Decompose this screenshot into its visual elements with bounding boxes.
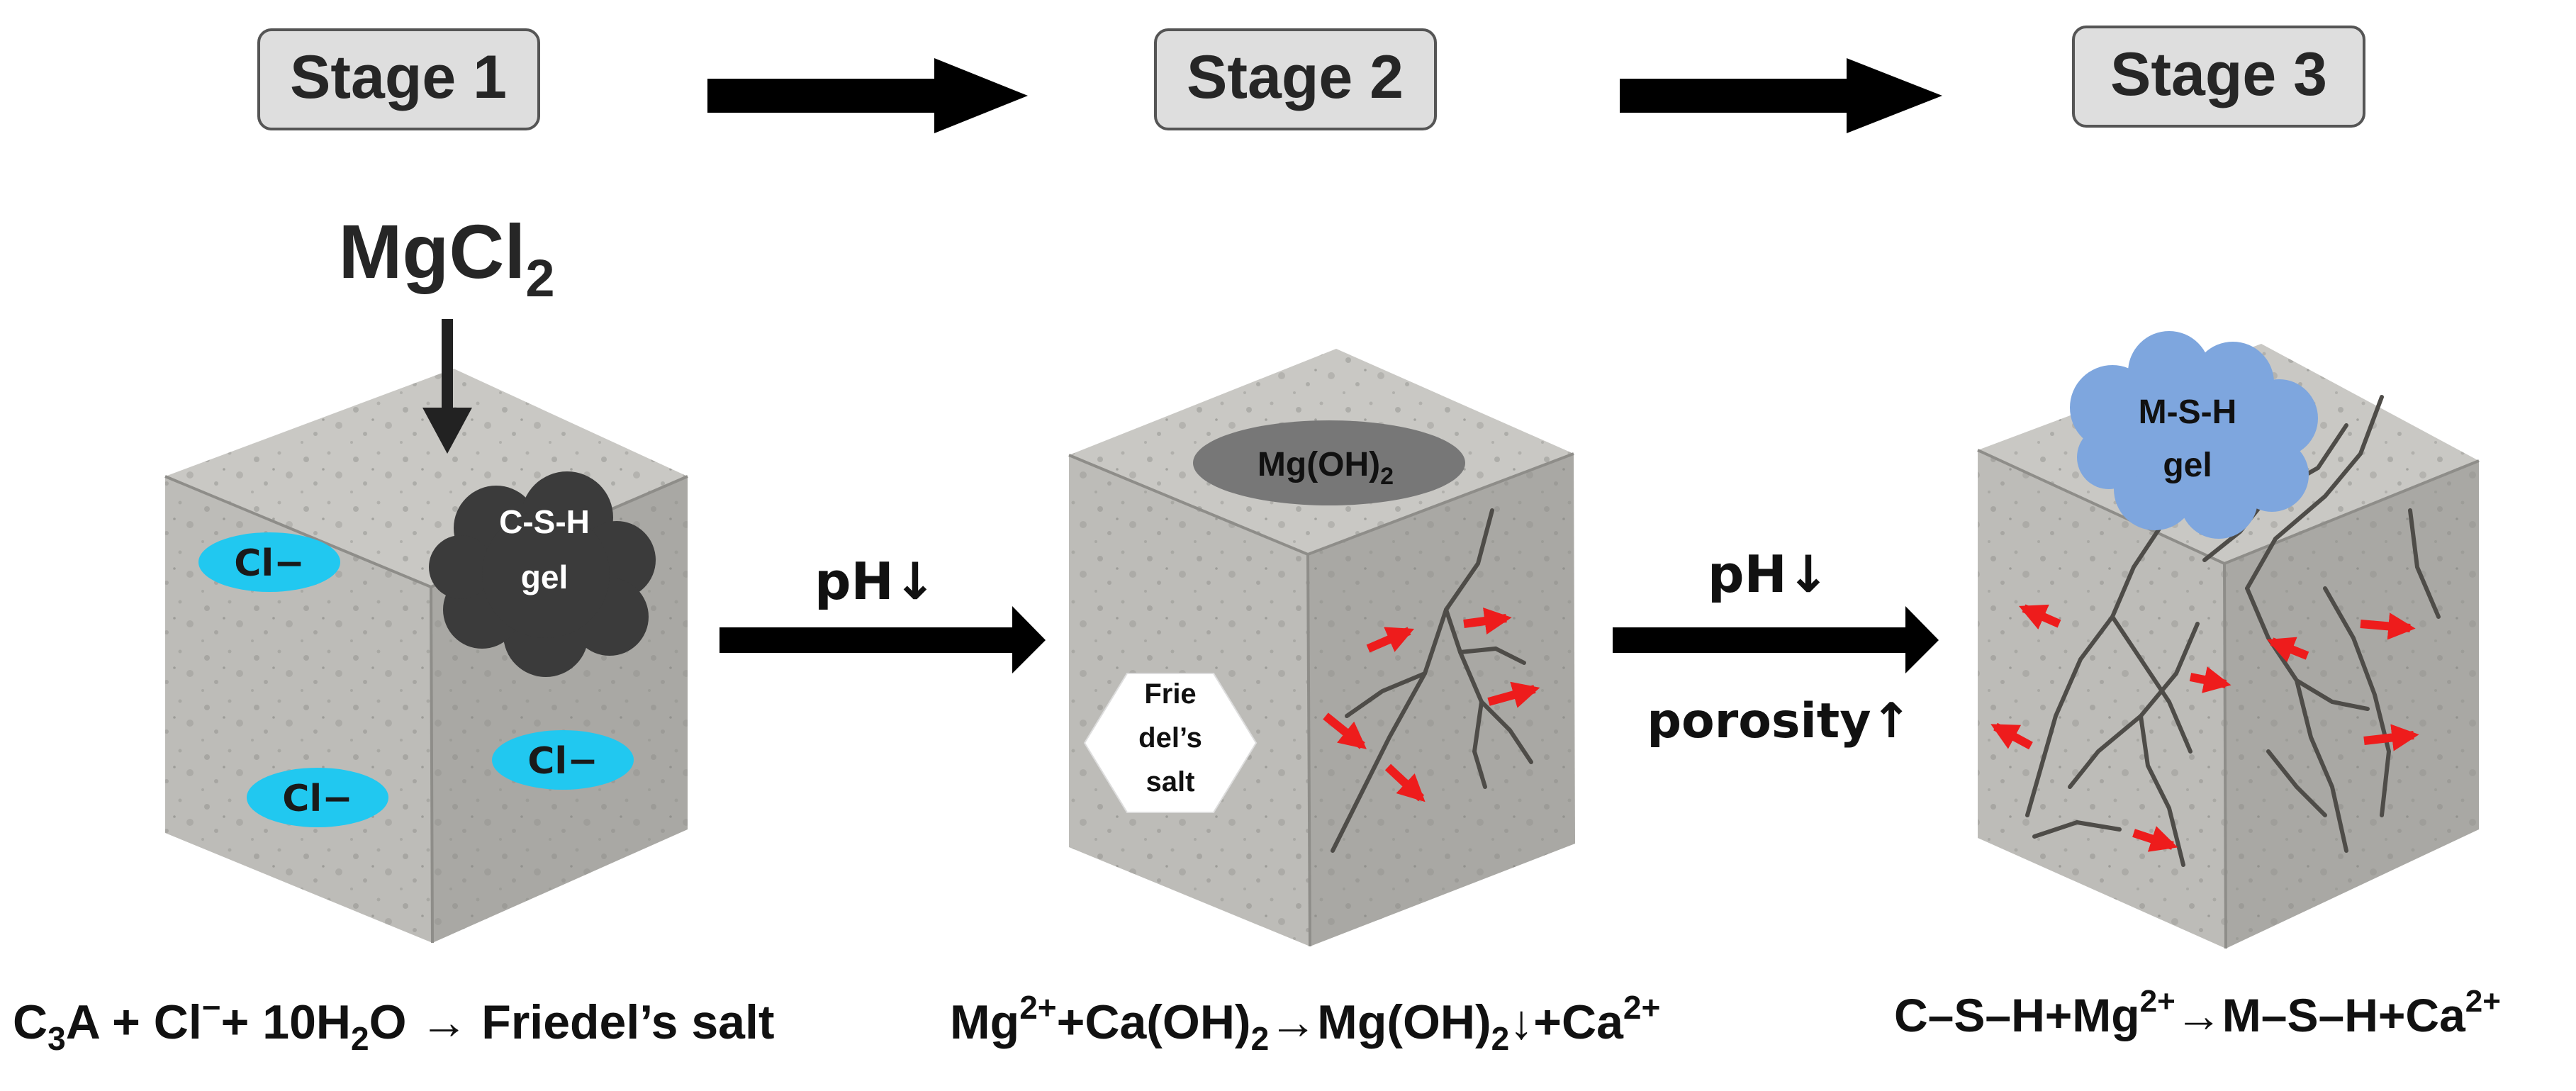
stage-2-expansion-arrows — [1323, 608, 1540, 802]
stage-3-box — [2072, 26, 2365, 128]
stage-1-cube — [164, 369, 688, 944]
stage-1-label: Stage 1 — [290, 43, 507, 111]
transition-2: pH↓ porosity↑ — [1613, 544, 1939, 749]
svg-text:Cl−: Cl− — [234, 542, 305, 585]
equation-3: C–S–H+Mg2+→M–S–H+Ca2+ — [1894, 984, 2501, 1041]
mgoh2-label: Mg(OH)2 — [1258, 446, 1394, 490]
svg-text:C-S-H: C-S-H — [499, 503, 590, 540]
reagent-arrow — [422, 319, 472, 454]
svg-text:gel: gel — [2163, 447, 2212, 484]
csh-gel-cloud: C-S-H gel — [429, 471, 656, 677]
stage-2-label: Stage 2 — [1187, 43, 1404, 111]
svg-text:M-S-H: M-S-H — [2139, 393, 2237, 431]
transition-1: pH↓ — [719, 552, 1046, 673]
svg-text:del’s: del’s — [1138, 722, 1202, 754]
equation-2: Mg2++Ca(OH)2→Mg(OH)2↓+Ca2+ — [950, 989, 1660, 1057]
stage-3-header: Stage 3 — [2072, 26, 2365, 128]
header-arrow-2 — [1620, 58, 1942, 133]
equation-1: C3A + Cl−+ 10H2O → Friedel’s salt — [13, 989, 775, 1057]
svg-text:Cl−: Cl− — [282, 778, 353, 820]
msh-gel-cloud: M-S-H gel — [2070, 331, 2318, 539]
chloride-ellipse — [198, 532, 340, 592]
mgoh2-precipitate: Mg(OH)2 — [1193, 420, 1465, 505]
svg-text:Cl−: Cl− — [527, 740, 598, 783]
chloride-ion-2: Cl− — [247, 768, 388, 827]
stage-2-header: Stage 2 — [1154, 28, 1437, 130]
transition-2-porosity-label: porosity↑ — [1647, 693, 1911, 749]
stage-1-box — [257, 28, 540, 130]
mgoh2-ellipse — [1193, 420, 1465, 505]
transition-1-label: pH↓ — [814, 552, 936, 611]
stage-3-label: Stage 3 — [2110, 40, 2327, 108]
chloride-ion-1: Cl− — [198, 532, 340, 592]
svg-text:gel: gel — [521, 559, 568, 595]
chloride-ellipse — [492, 730, 634, 790]
stage-2-cracks — [1331, 508, 1533, 853]
svg-text:salt: salt — [1146, 766, 1195, 798]
friedels-salt-hexagon: Frie del’s salt — [1083, 673, 1258, 813]
stage-3-expansion-arrows — [1990, 604, 2419, 852]
chloride-ion-3: Cl− — [492, 730, 634, 790]
stage-1-header: Stage 1 — [257, 28, 540, 130]
header-arrow-1 — [707, 58, 1028, 133]
transition-2-label: pH↓ — [1708, 544, 1830, 604]
chloride-ellipse — [247, 768, 388, 827]
svg-text:Frie: Frie — [1144, 678, 1196, 710]
stage-2-box — [1154, 28, 1437, 130]
mgcl2-label: MgCl2 — [338, 208, 554, 308]
